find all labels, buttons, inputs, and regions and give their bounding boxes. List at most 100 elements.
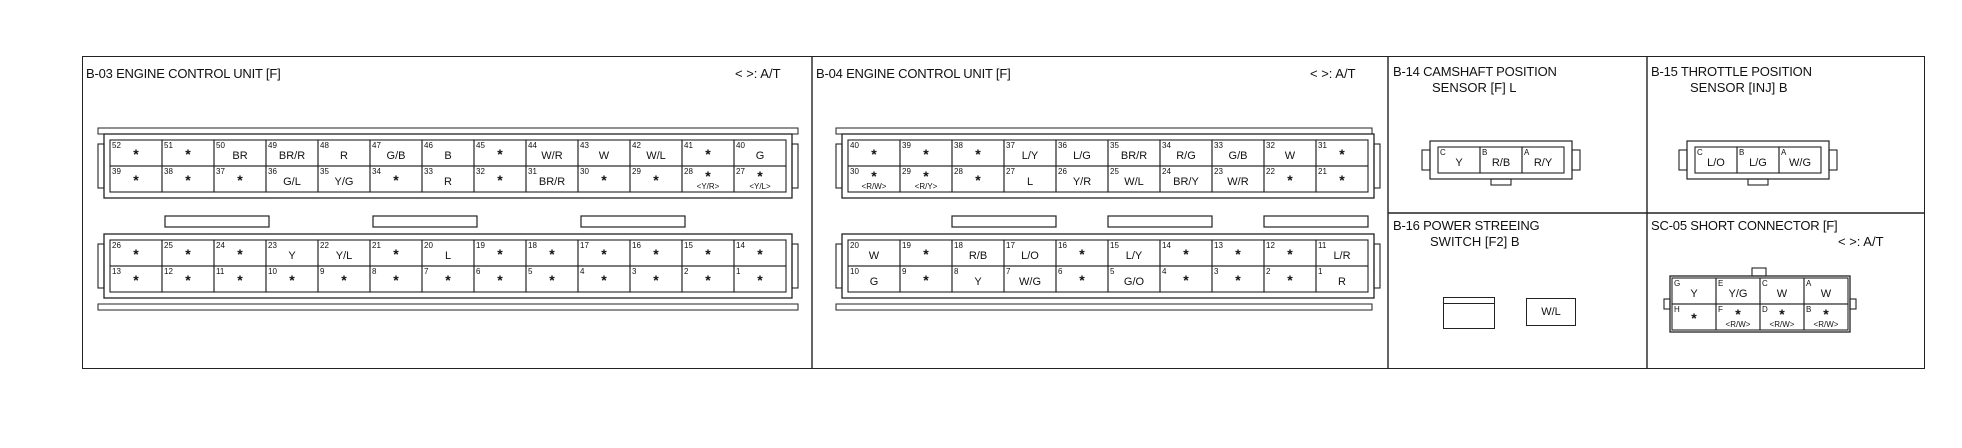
b03-pin-number: 2 <box>684 267 689 276</box>
b04-pin-label: W <box>1285 150 1296 162</box>
b03-pin-number: 32 <box>476 167 485 176</box>
b04-pin-number: 25 <box>1110 167 1119 176</box>
b03-pin-label: * <box>185 272 191 288</box>
b04-pin-number: 3 <box>1214 267 1219 276</box>
b03-pin-cell <box>733 265 787 293</box>
b03-pin-label: * <box>133 246 139 262</box>
b04-pin-label: * <box>923 272 929 288</box>
b04-pin-label: R/G <box>1176 150 1196 162</box>
b04-pin-label: * <box>1287 172 1293 188</box>
b04-pin-number: 38 <box>954 141 963 150</box>
b04-pin-number: 13 <box>1214 241 1223 250</box>
b03-pin-label: L <box>445 250 451 262</box>
b03-pin-number: 31 <box>528 167 537 176</box>
b04-pin-label: * <box>923 168 929 184</box>
b03-pin-label: Y/L <box>336 250 353 262</box>
b04-pin-number: 18 <box>954 241 963 250</box>
b03-pin-number: 47 <box>372 141 381 150</box>
b03-pin-number: 42 <box>632 141 641 150</box>
b03-pin-number: 27 <box>736 167 745 176</box>
b04-pin-number: 24 <box>1162 167 1171 176</box>
b04-pin-label: BR/Y <box>1173 176 1199 188</box>
b04-pin-number: 33 <box>1214 141 1223 150</box>
b03-pin-label: Y <box>288 250 296 262</box>
sc05-pin-number: A <box>1806 279 1812 288</box>
b04-pin-number: 12 <box>1266 241 1275 250</box>
b03-pin-label: * <box>757 246 763 262</box>
b03-pin-label: BR/R <box>539 176 565 188</box>
b03-pin-label: * <box>445 272 451 288</box>
b04-pin-label: * <box>1183 246 1189 262</box>
sc05-connector-key <box>1751 267 1767 277</box>
sc05-pin-number: D <box>1762 305 1768 314</box>
b04-pin-label: * <box>1235 246 1241 262</box>
sc05-pin-number: H <box>1674 305 1680 314</box>
b03-pin-label: * <box>237 172 243 188</box>
sc05-pin-alt-label: <R/W> <box>1814 320 1839 329</box>
b04-pin-number: 26 <box>1058 167 1067 176</box>
b04-pin-number: 7 <box>1006 267 1011 276</box>
b14-connector-ear <box>1421 149 1431 171</box>
b03-pin-number: 1 <box>736 267 741 276</box>
b04-pin-number: 17 <box>1006 241 1015 250</box>
b04-pin-number: 34 <box>1162 141 1171 150</box>
b03-pin-number: 45 <box>476 141 485 150</box>
b04-pin-label: * <box>1183 272 1189 288</box>
b04-pin-number: 22 <box>1266 167 1275 176</box>
b03-block-latch <box>97 243 105 289</box>
b03-pin-number: 37 <box>216 167 225 176</box>
b04-pin-label: * <box>1339 146 1345 162</box>
sc05-pin-label: W <box>1821 288 1832 300</box>
b03-pin-label: * <box>341 272 347 288</box>
b03-pin-label: * <box>133 172 139 188</box>
b03-pin-number: 40 <box>736 141 745 150</box>
b04-pin-label: * <box>871 168 877 184</box>
b03-pin-number: 4 <box>580 267 585 276</box>
b15-pin-cell <box>1778 146 1822 174</box>
b03-pin-alt-label: <Y/R> <box>697 182 720 191</box>
b16-title: B-16 POWER STREEING <box>1393 218 1540 233</box>
b03-pin-label: * <box>497 246 503 262</box>
b04-pin-number: 37 <box>1006 141 1015 150</box>
b03-pin-number: 51 <box>164 141 173 150</box>
sc05-pin-alt-label: <R/W> <box>1726 320 1751 329</box>
b04-pin-number: 5 <box>1110 267 1115 276</box>
b04-legend: < >: A/T <box>1310 66 1356 81</box>
b03-pin-number: 26 <box>112 241 121 250</box>
b14-pin-label: R/Y <box>1534 157 1553 169</box>
b03-connector-rail <box>97 303 799 311</box>
b15-title: B-15 THROTTLE POSITION <box>1651 64 1812 79</box>
b04-pin-number: 20 <box>850 241 859 250</box>
b03-pin-label: BR <box>232 150 247 162</box>
b15-pin-number: C <box>1697 148 1703 157</box>
b04-pin-number: 30 <box>850 167 859 176</box>
b03-pin-label: * <box>601 172 607 188</box>
b03-pin-label: * <box>549 246 555 262</box>
b04-pin-label: * <box>871 146 877 162</box>
b03-pin-label: R <box>340 150 348 162</box>
b14-title: B-14 CAMSHAFT POSITION <box>1393 64 1557 79</box>
b04-pin-number: 2 <box>1266 267 1271 276</box>
b03-pin-label: * <box>705 246 711 262</box>
b04-pin-cell <box>1315 165 1369 193</box>
b15-subtitle: SENSOR [INJ] B <box>1690 80 1788 95</box>
b03-pin-label: * <box>601 246 607 262</box>
b04-pin-label: * <box>975 172 981 188</box>
b04-title: B-04 ENGINE CONTROL UNIT [F] <box>816 66 1011 81</box>
b03-legend: < >: A/T <box>735 66 781 81</box>
b03-pin-label: BR/R <box>279 150 305 162</box>
b04-pin-cell <box>1315 265 1369 293</box>
b04-pin-label: W/G <box>1019 276 1041 288</box>
b04-pin-label: * <box>1235 272 1241 288</box>
b03-pin-number: 52 <box>112 141 121 150</box>
b03-pin-number: 7 <box>424 267 429 276</box>
b16-subtitle: SWITCH [F2] B <box>1430 234 1520 249</box>
b15-pin-number: A <box>1781 148 1787 157</box>
b03-pin-label: B <box>444 150 451 162</box>
b04-pin-label: L/R <box>1333 250 1350 262</box>
b03-pin-label: * <box>393 246 399 262</box>
b04-separator-bar <box>951 215 1057 228</box>
b14-pin-number: B <box>1482 148 1487 157</box>
b04-pin-label: * <box>1287 246 1293 262</box>
